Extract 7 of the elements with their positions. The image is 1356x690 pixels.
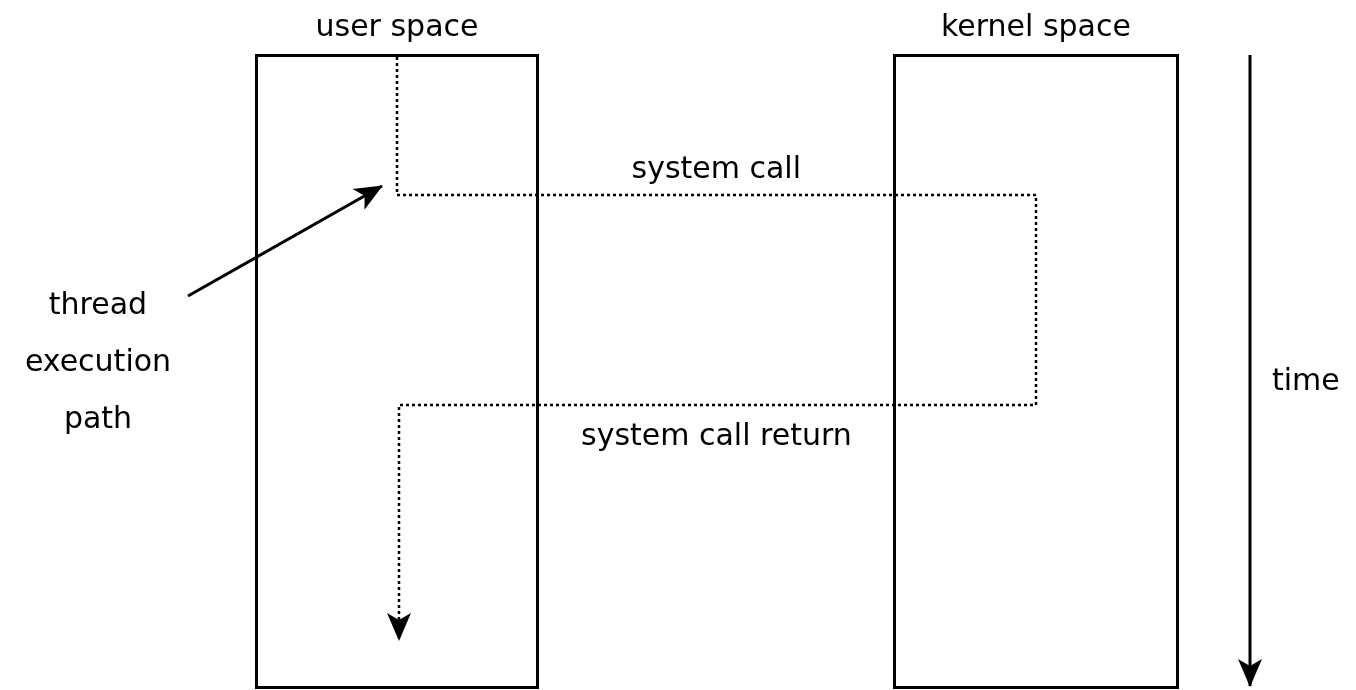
annotation-text: thread execution path	[23, 285, 173, 437]
execution-path	[395, 57, 1038, 300]
column-heading: kernel space	[940, 8, 1132, 44]
column-heading: user space	[314, 8, 480, 44]
axis-label: time	[1272, 362, 1340, 398]
execution-path	[387, 300, 1038, 641]
leader-arrow	[187, 184, 383, 298]
